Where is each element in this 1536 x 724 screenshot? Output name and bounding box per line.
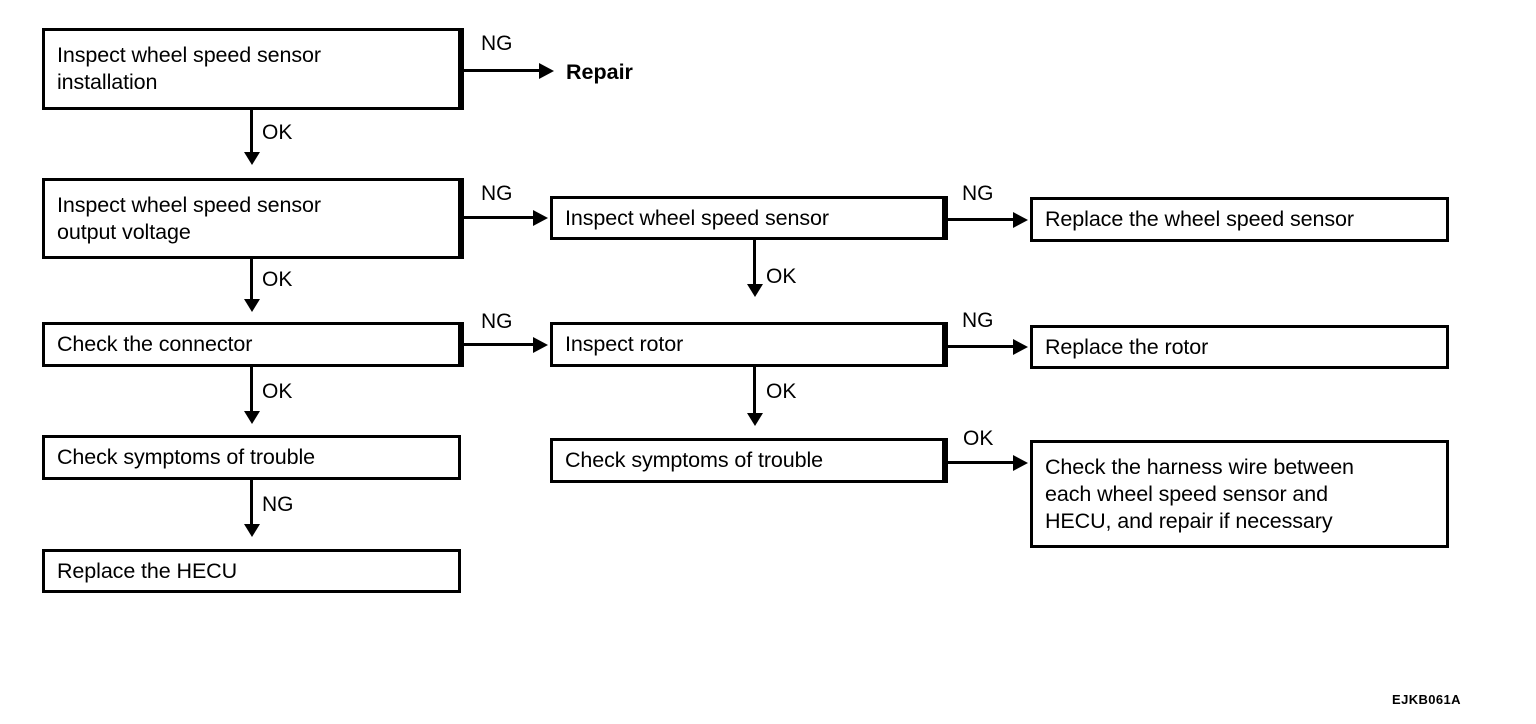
connector-output-voltage-ok-line <box>250 259 253 303</box>
edge-label-installation-ok: OK <box>262 121 293 144</box>
arrowhead-symptoms-left-ng <box>243 524 260 537</box>
node-replace-the-wheel-speed-sensor[interactable]: Replace the wheel speed sensor <box>1030 197 1449 242</box>
node-label: Check symptoms of trouble <box>565 448 823 472</box>
node-check-symptoms-of-trouble-middle[interactable]: Check symptoms of trouble <box>550 438 945 483</box>
connector-symptoms-middle-ok-stub <box>945 438 948 483</box>
node-inspect-wheel-speed-sensor-output-voltage[interactable]: Inspect wheel speed sensor output voltag… <box>42 178 461 259</box>
edge-label-output-voltage-ok: OK <box>262 268 293 291</box>
node-repair: Repair <box>566 60 633 84</box>
connector-sensor-ok-line <box>753 240 756 288</box>
connector-rotor-ok-line <box>753 367 756 417</box>
node-inspect-rotor[interactable]: Inspect rotor <box>550 322 945 367</box>
node-replace-the-rotor[interactable]: Replace the rotor <box>1030 325 1449 369</box>
edge-label-installation-ng: NG <box>481 32 513 55</box>
connector-installation-ng-line <box>461 69 542 72</box>
edge-label-rotor-ng: NG <box>962 309 994 332</box>
node-label: Inspect rotor <box>565 332 684 356</box>
edge-label-sensor-ok: OK <box>766 265 797 288</box>
node-label: Replace the rotor <box>1045 334 1209 359</box>
node-label: Inspect wheel speed sensor output voltag… <box>57 192 321 244</box>
figure-id-label: EJKB061A <box>1392 692 1461 707</box>
node-inspect-wheel-speed-sensor-installation[interactable]: Inspect wheel speed sensor installation <box>42 28 461 110</box>
edge-label-output-voltage-ng: NG <box>481 182 513 205</box>
edge-label-rotor-ok: OK <box>766 380 797 403</box>
connector-rotor-ng-line <box>945 345 1015 348</box>
node-replace-the-hecu[interactable]: Replace the HECU <box>42 549 461 593</box>
arrowhead-rotor-ng <box>1013 338 1028 355</box>
node-label: Replace the HECU <box>57 558 238 583</box>
edge-label-connector-ng: NG <box>481 310 513 333</box>
arrowhead-output-voltage-ng <box>533 209 548 226</box>
edge-label-symptoms-middle-ok: OK <box>963 427 994 450</box>
arrowhead-connector-ng <box>533 336 548 353</box>
arrowhead-rotor-ok <box>746 413 763 426</box>
arrowhead-installation-ok <box>243 152 260 165</box>
node-label: Check the harness wire between each whee… <box>1045 454 1354 533</box>
node-label: Replace the wheel speed sensor <box>1045 207 1354 231</box>
node-label: Check the connector <box>57 332 253 356</box>
connector-symptoms-left-ng-line <box>250 480 253 528</box>
node-check-harness-wire[interactable]: Check the harness wire between each whee… <box>1030 440 1449 548</box>
arrowhead-connector-ok <box>243 411 260 424</box>
node-check-symptoms-of-trouble-left[interactable]: Check symptoms of trouble <box>42 435 461 480</box>
connector-sensor-ng-line <box>945 218 1015 221</box>
node-label: Check symptoms of trouble <box>57 445 315 469</box>
arrowhead-symptoms-middle-ok <box>1013 454 1028 471</box>
arrowhead-output-voltage-ok <box>243 299 260 312</box>
arrowhead-sensor-ok <box>746 284 763 297</box>
connector-connector-ok-line <box>250 367 253 415</box>
node-inspect-wheel-speed-sensor[interactable]: Inspect wheel speed sensor <box>550 196 945 240</box>
connector-connector-ng-line <box>461 343 535 346</box>
edge-label-symptoms-left-ng: NG <box>262 493 294 516</box>
connector-output-voltage-ng-line <box>461 216 535 219</box>
edge-label-connector-ok: OK <box>262 380 293 403</box>
edge-label-sensor-ng: NG <box>962 182 994 205</box>
connector-installation-ok-line <box>250 110 253 156</box>
arrowhead-sensor-ng <box>1013 211 1028 228</box>
node-label: Inspect wheel speed sensor <box>565 205 829 230</box>
node-label: Inspect wheel speed sensor installation <box>57 43 321 94</box>
arrowhead-installation-ng <box>539 62 554 79</box>
node-check-the-connector[interactable]: Check the connector <box>42 322 461 367</box>
connector-rotor-ng-stub <box>945 322 948 367</box>
connector-symptoms-middle-ok-line <box>945 461 1015 464</box>
